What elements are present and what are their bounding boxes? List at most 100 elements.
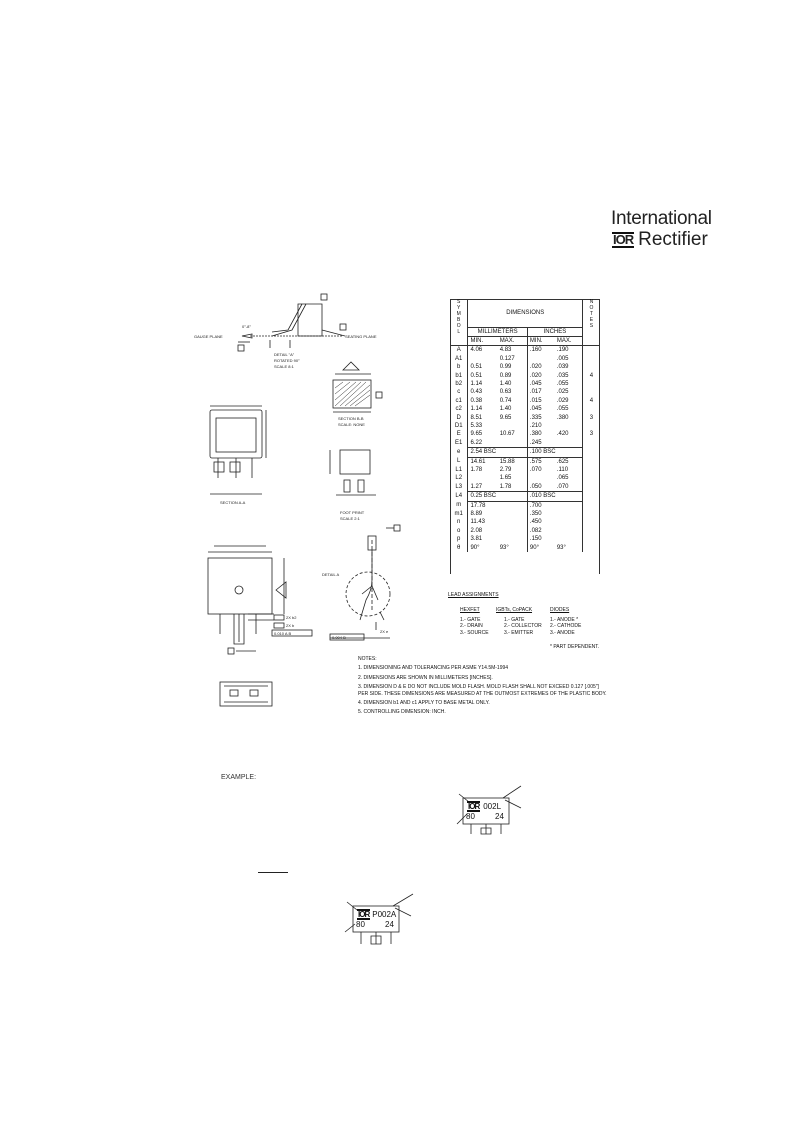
chip2-left: 80 bbox=[356, 920, 365, 929]
cell-symbol: E1 bbox=[450, 438, 469, 448]
cell-in-min: .575 bbox=[529, 458, 542, 465]
cell-symbol: θ bbox=[450, 543, 469, 553]
cell-in-min: .380 bbox=[529, 431, 542, 438]
mm-min-header: MIN. bbox=[470, 337, 484, 344]
label-gauge-plane: GAUGE PLANE bbox=[194, 334, 223, 339]
cell-mm-min: 11.43 bbox=[470, 519, 486, 526]
cell-in-max: .055 bbox=[554, 379, 583, 389]
chip2-right: 24 bbox=[385, 920, 394, 929]
cell-mm-max bbox=[497, 518, 528, 527]
cell-symbol: A bbox=[450, 345, 469, 355]
cell-symbol: n bbox=[450, 518, 469, 527]
chip1-outline bbox=[456, 785, 522, 835]
cell-symbol: L3 bbox=[450, 482, 469, 492]
cell-symbol: p bbox=[450, 535, 469, 544]
cell-in-max bbox=[554, 421, 583, 431]
hexfet-item: 1.- GATE bbox=[460, 616, 481, 623]
label-seating-plane: SEATING PLANE bbox=[345, 334, 377, 339]
chip1-left: 80 bbox=[466, 812, 475, 821]
igbt-item: 2.- COLLECTOR bbox=[504, 623, 542, 629]
cell-in-max: .625 bbox=[554, 457, 583, 466]
cell-mm-max: 4.83 bbox=[497, 345, 528, 355]
label-foot-print: FOOT PRINT bbox=[340, 510, 365, 515]
marking-example-2: IOR P002A 80 24 bbox=[341, 892, 421, 962]
hexfet-group: HEXFET 1.- GATE 2.- DRAIN 3.- SOURCE bbox=[460, 607, 489, 636]
cell-mm-min: 1.14 bbox=[470, 406, 483, 413]
note-item: PER SIDE. THESE DIMENSIONS ARE MEASURED … bbox=[358, 690, 607, 697]
label-scale-detail: SCALE 8:1 bbox=[274, 364, 295, 369]
cell-mm-max: 0.63 bbox=[497, 388, 528, 397]
cell-note bbox=[582, 527, 600, 535]
cell-note bbox=[582, 466, 600, 474]
notes-title: NOTES: bbox=[358, 656, 377, 662]
mm-max-header: MAX. bbox=[497, 336, 528, 346]
igbt-title: IGBTs, CoPACK bbox=[496, 607, 533, 613]
cell-symbol: e bbox=[450, 447, 469, 458]
igbt-item: 1.- GATE bbox=[504, 616, 525, 623]
cell-in-min: .015 bbox=[529, 397, 542, 404]
cell-mm-min: 2.08 bbox=[470, 527, 483, 534]
cell-in-max bbox=[554, 510, 583, 519]
package-outline-drawing: GAUGE PLANE SEATING PLANE 0°-8° DETAIL "… bbox=[194, 293, 401, 707]
label-tol: 0.010 A B bbox=[274, 631, 291, 636]
cell-mm-min: 9.65 bbox=[470, 431, 483, 438]
cell-note bbox=[582, 474, 600, 482]
cell-in-max: .039 bbox=[554, 363, 583, 372]
lead-assignments-title: LEAD ASSIGNMENTS bbox=[448, 592, 499, 598]
notes-block: NOTES: 1. DIMENSIONING AND TOLERANCING P… bbox=[358, 655, 658, 718]
cell-symbol: b1 bbox=[450, 371, 469, 380]
cell-symbol: o bbox=[450, 526, 469, 536]
hexfet-item: 2.- DRAIN bbox=[460, 623, 483, 629]
cell-in-min: .160 bbox=[529, 347, 542, 354]
cell-mm-min: 4.06 bbox=[470, 347, 483, 354]
cell-in-max bbox=[554, 438, 583, 448]
marking-example-1: IOR 002L 80 24 bbox=[455, 784, 525, 854]
cell-note: 3 bbox=[589, 414, 594, 421]
diodes-title: DIODES bbox=[550, 607, 570, 613]
cell-mm-min bbox=[468, 474, 498, 482]
cell-in-max: .420 bbox=[554, 430, 583, 439]
cell-symbol: m bbox=[450, 501, 469, 511]
cell-in-min: .050 bbox=[529, 483, 542, 490]
chip1-right: 24 bbox=[495, 812, 504, 821]
cell-in-max: .110 bbox=[554, 466, 583, 475]
chip2-outline bbox=[344, 893, 414, 945]
cell-in-max: 93° bbox=[554, 543, 583, 553]
cell-in-max: .380 bbox=[554, 413, 583, 422]
cell-in-min: .100 BSC bbox=[526, 447, 583, 458]
cell-note bbox=[582, 346, 600, 355]
cell-symbol: D1 bbox=[450, 421, 469, 431]
diodes-item: 1.- ANODE * bbox=[550, 616, 579, 623]
cell-in-max: .190 bbox=[554, 345, 583, 355]
cell-in-min: 90° bbox=[529, 544, 539, 551]
cell-in-min: .245 bbox=[529, 439, 542, 446]
cell-note bbox=[582, 405, 600, 413]
cell-note bbox=[582, 363, 600, 371]
cell-in-max bbox=[554, 535, 583, 544]
note-item: 1. DIMENSIONING AND TOLERANCING PER ASME… bbox=[358, 665, 509, 672]
cell-in-min: .335 bbox=[529, 414, 542, 421]
cell-mm-max: 0.127 bbox=[497, 354, 528, 364]
cell-note bbox=[582, 501, 600, 510]
cell-in-max bbox=[554, 526, 583, 536]
in-max-header: MAX. bbox=[554, 336, 583, 346]
label-section-bb: SECTION B-B bbox=[338, 416, 364, 421]
label-section-aa: SECTION A-A bbox=[220, 500, 246, 505]
cell-note bbox=[582, 380, 600, 388]
cell-symbol: b bbox=[450, 363, 469, 372]
cell-mm-min: 6.22 bbox=[470, 439, 483, 446]
cell-note bbox=[582, 422, 600, 430]
note-item: 2. DIMENSIONS ARE SHOWN IN MILLIMETERS [… bbox=[358, 674, 493, 681]
cell-mm-min: 0.43 bbox=[470, 389, 483, 396]
label-tol2: 0.004 B bbox=[332, 635, 346, 640]
